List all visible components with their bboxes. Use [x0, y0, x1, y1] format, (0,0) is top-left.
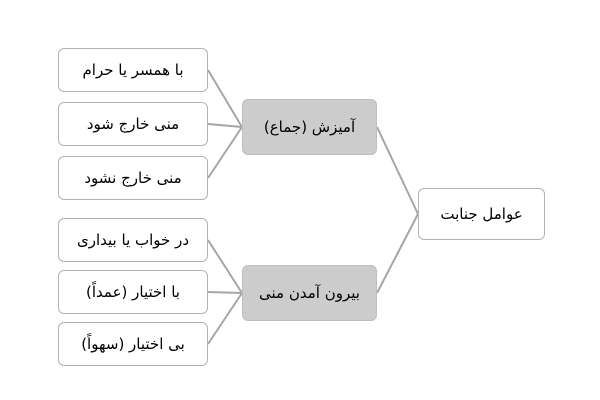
connector-branch1-root: [376, 126, 419, 215]
connector-leaf2-branch1: [207, 123, 243, 128]
leaf-label: در خواب یا بیداری: [77, 231, 190, 249]
root-label: عوامل جنابت: [440, 205, 523, 223]
leaf-node-involuntary-unintentional[interactable]: بی اختیار (سهواً): [58, 322, 208, 366]
leaf-node-with-spouse-or-forbidden[interactable]: با همسر یا حرام: [58, 48, 208, 92]
connector-branch2-root: [376, 213, 419, 294]
leaf-label: منی خارج شود: [86, 115, 180, 133]
connector-leaf3-branch1: [207, 126, 243, 179]
branch-node-intercourse[interactable]: آمیزش (جماع): [242, 99, 377, 155]
root-node-causes-of-janabat[interactable]: عوامل جنابت: [418, 188, 545, 240]
connector-leaf5-branch2: [207, 291, 243, 294]
connector-leaf1-branch1: [207, 69, 243, 128]
leaf-label: بی اختیار (سهواً): [81, 335, 185, 353]
branch-label: آمیزش (جماع): [263, 118, 356, 136]
branch-node-semen-emission[interactable]: بیرون آمدن منی: [242, 265, 377, 321]
leaf-node-voluntary-intentional[interactable]: با اختیار (عمداً): [58, 270, 208, 314]
leaf-label: منی خارج نشود: [84, 169, 182, 187]
connector-leaf6-branch2: [207, 292, 243, 345]
leaf-node-semen-discharged[interactable]: منی خارج شود: [58, 102, 208, 146]
leaf-node-asleep-or-awake[interactable]: در خواب یا بیداری: [58, 218, 208, 262]
leaf-label: با همسر یا حرام: [82, 61, 184, 79]
leaf-node-semen-not-discharged[interactable]: منی خارج نشود: [58, 156, 208, 200]
connector-leaf4-branch2: [207, 239, 243, 294]
leaf-label: با اختیار (عمداً): [86, 283, 180, 301]
branch-label: بیرون آمدن منی: [259, 284, 360, 302]
